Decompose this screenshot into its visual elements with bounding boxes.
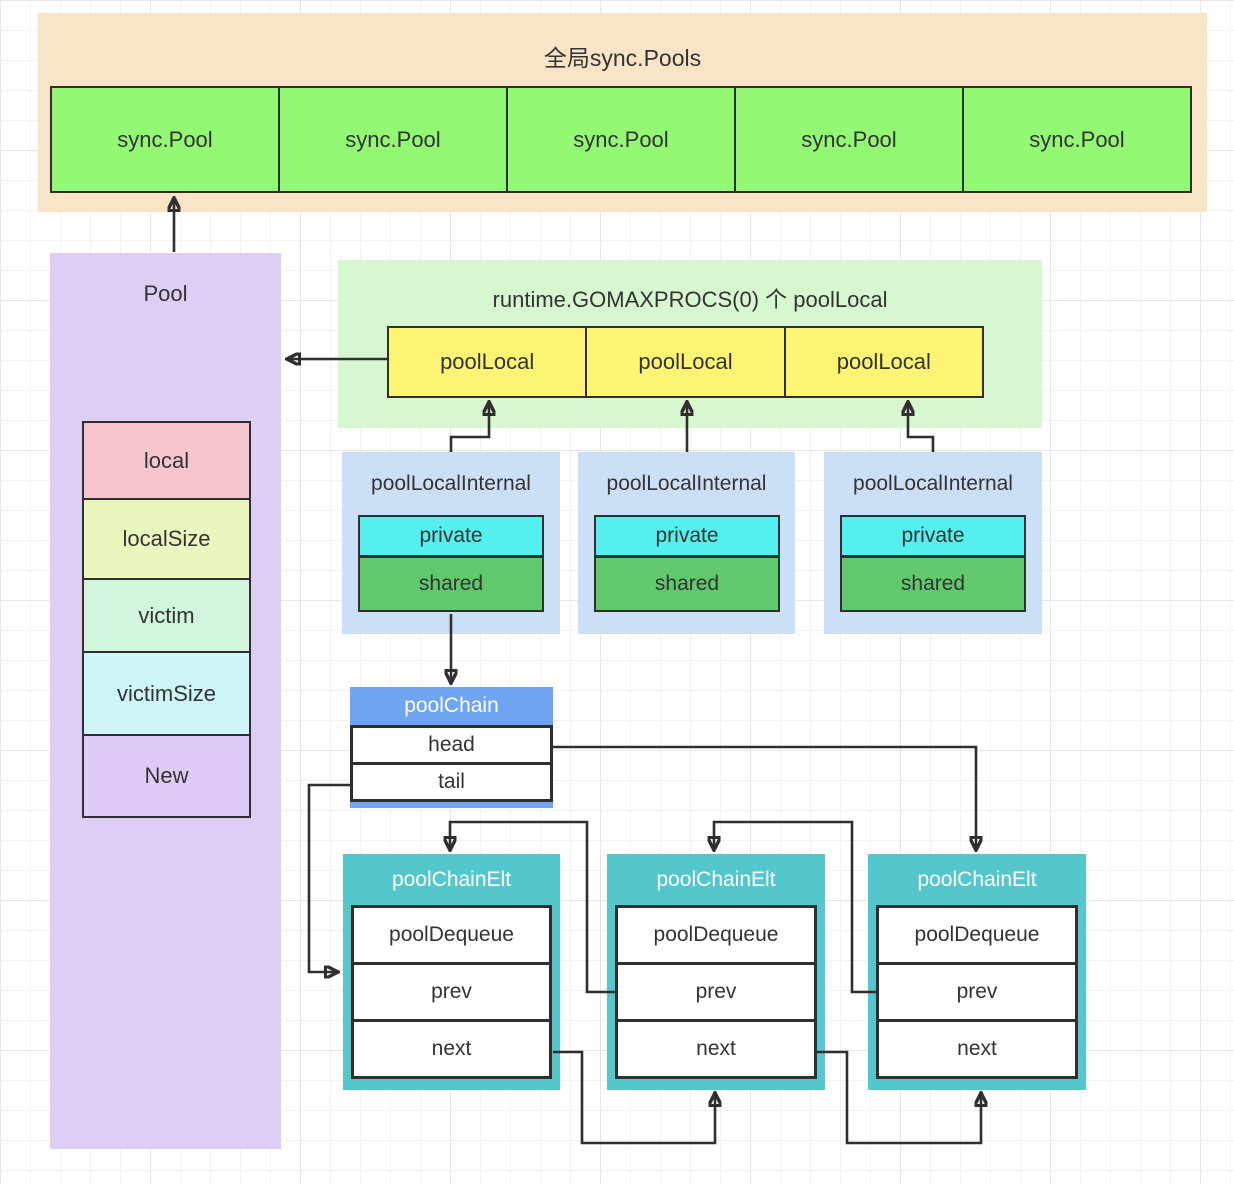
- pool-chain-elt-fields: poolDequeue prev next: [615, 905, 817, 1079]
- pool-struct: Pool local localSize victim victimSize N…: [50, 253, 281, 1149]
- global-pools-title: 全局sync.Pools: [543, 45, 702, 71]
- pool-chain-elt-1: poolChainElt poolDequeue prev next: [343, 854, 560, 1090]
- private-field: private: [594, 515, 780, 557]
- pool-chain-elt-title: poolChainElt: [656, 867, 776, 891]
- pool-local-internal-1: poolLocalInternal private shared: [342, 452, 560, 634]
- pool-field-new: New: [82, 734, 251, 818]
- pool-fields: local localSize victim victimSize New: [82, 421, 251, 818]
- prev-field: prev: [876, 962, 1078, 1022]
- pool-local-internal-title: poolLocalInternal: [371, 471, 531, 495]
- pool-field-victim: victim: [82, 578, 251, 653]
- pool-local-internal-title: poolLocalInternal: [606, 471, 767, 495]
- sync-pool-cell: sync.Pool: [964, 88, 1190, 191]
- pool-local-group-title: runtime.GOMAXPROCS(0) 个 poolLocal: [492, 287, 888, 312]
- pool-local-cell: poolLocal: [587, 328, 786, 396]
- next-field: next: [351, 1019, 552, 1079]
- pool-title: Pool: [143, 281, 188, 306]
- next-field: next: [876, 1019, 1078, 1079]
- pool-field-local: local: [82, 421, 251, 500]
- pool-chain-fields: head tail: [350, 725, 553, 802]
- pooldequeue-field: poolDequeue: [351, 905, 552, 965]
- private-field: private: [358, 515, 544, 557]
- pooldequeue-field: poolDequeue: [615, 905, 817, 965]
- private-field: private: [840, 515, 1026, 557]
- sync-pool-cell: sync.Pool: [508, 88, 736, 191]
- pool-local-row: poolLocal poolLocal poolLocal: [387, 326, 984, 398]
- pool-local-internal-2: poolLocalInternal private shared: [578, 452, 795, 634]
- pool-chain-elt-fields: poolDequeue prev next: [876, 905, 1078, 1079]
- prev-field: prev: [615, 962, 817, 1022]
- pool-chain: poolChain head tail: [350, 687, 553, 808]
- shared-field: shared: [840, 555, 1026, 612]
- pool-chain-elt-title: poolChainElt: [917, 867, 1037, 891]
- pooldequeue-field: poolDequeue: [876, 905, 1078, 965]
- sync-pool-cell: sync.Pool: [52, 88, 280, 191]
- pool-chain-elt-title: poolChainElt: [391, 867, 512, 891]
- pool-chain-elt-3: poolChainElt poolDequeue prev next: [868, 854, 1086, 1090]
- pool-local-cell: poolLocal: [389, 328, 588, 396]
- pool-chain-elt-2: poolChainElt poolDequeue prev next: [607, 854, 825, 1090]
- head-field: head: [350, 725, 553, 765]
- arrow-head-to-elt3: [553, 745, 976, 849]
- pool-field-localsize: localSize: [82, 498, 251, 580]
- shared-field: shared: [594, 555, 780, 612]
- pool-local-internal-fields: private shared: [358, 515, 544, 612]
- pool-local-internal-3: poolLocalInternal private shared: [824, 452, 1042, 634]
- pool-local-cell: poolLocal: [785, 328, 982, 396]
- sync-pool-cell: sync.Pool: [280, 88, 508, 191]
- pool-chain-title: poolChain: [404, 694, 499, 717]
- pool-local-internal-title: poolLocalInternal: [853, 471, 1013, 495]
- sync-pool-row: sync.Pool sync.Pool sync.Pool sync.Pool …: [50, 86, 1192, 193]
- pool-chain-elt-fields: poolDequeue prev next: [351, 905, 552, 1079]
- pool-field-victimsize: victimSize: [82, 651, 251, 736]
- next-field: next: [615, 1019, 817, 1079]
- pool-local-internal-fields: private shared: [594, 515, 780, 612]
- pool-local-internal-fields: private shared: [840, 515, 1026, 612]
- sync-pool-cell: sync.Pool: [736, 88, 964, 191]
- shared-field: shared: [358, 555, 544, 612]
- tail-field: tail: [350, 762, 553, 802]
- prev-field: prev: [351, 962, 552, 1022]
